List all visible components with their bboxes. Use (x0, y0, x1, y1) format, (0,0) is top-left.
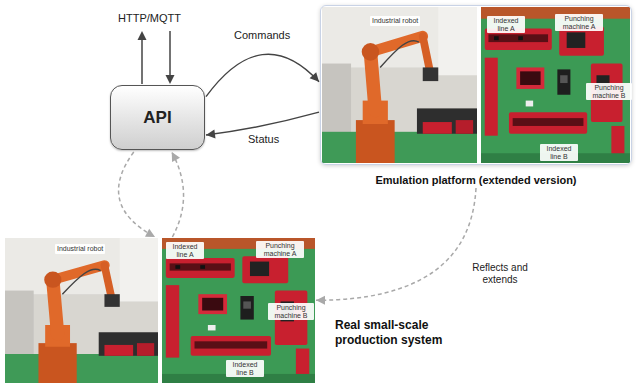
edge-label: Commands (232, 29, 292, 42)
illustration-part (169, 31, 171, 77)
connector-line (172, 152, 184, 237)
connector-line (119, 152, 155, 237)
dashed-connector (119, 152, 155, 237)
part-label: Industrial robot (370, 16, 420, 26)
part-label: Industrial robot (55, 244, 105, 254)
part-label: Indexed line A (166, 242, 204, 259)
panel-heading: Emulation platform (extended version) (321, 174, 631, 186)
illustration-part (141, 38, 143, 84)
part-label: Punching machine A (555, 14, 603, 31)
arrow-head (310, 72, 319, 82)
part-label: Indexed line A (487, 16, 525, 33)
table-photo (162, 238, 315, 383)
panel-heading: Real small-scale production system (335, 318, 460, 348)
illustration-part (138, 31, 147, 40)
part-label: Punching machine B (268, 303, 314, 320)
arrow-head (316, 296, 325, 305)
connector-line (316, 188, 476, 300)
edge-label: Status (246, 133, 281, 146)
part-label: Indexed line B (226, 360, 264, 377)
arrow-head (145, 229, 155, 237)
protocol-arrows (138, 31, 175, 84)
edge-label: Reflects and extends (466, 262, 534, 285)
part-label: Indexed line B (540, 144, 578, 161)
part-label: Punching machine A (256, 241, 304, 258)
dashed-connector (316, 188, 476, 305)
arrow-head (206, 129, 215, 138)
api-box: API (110, 85, 205, 150)
protocol-label: HTTP/MQTT (118, 12, 181, 24)
connector-line (206, 112, 319, 135)
robot-photo (322, 7, 477, 163)
box-label: API (143, 108, 171, 128)
flow-arrow (206, 54, 319, 96)
dashed-connector (172, 152, 184, 237)
connector-line (206, 54, 319, 96)
part-label: Punching machine B (586, 83, 632, 100)
robot-photo (5, 238, 158, 383)
arrow-head (172, 152, 180, 162)
illustration-part (166, 75, 175, 84)
